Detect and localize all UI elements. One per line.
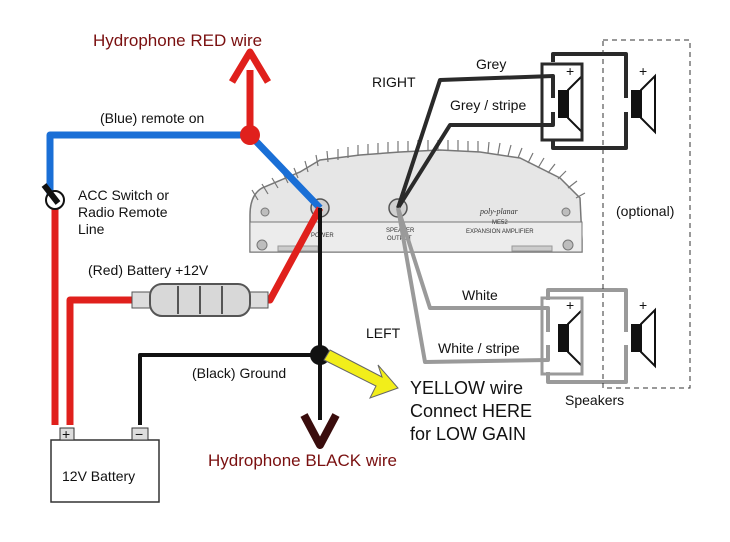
plus-label-l2: + (639, 297, 647, 313)
black-ground-wire (138, 353, 320, 425)
black-arrow-icon (300, 413, 340, 449)
blue-remote-wire (46, 131, 323, 211)
acc-switch-label-3: Line (78, 221, 105, 237)
battery-box-label: 12V Battery (62, 468, 135, 484)
right-label: RIGHT (372, 74, 416, 90)
hydrophone-red-label: Hydrophone RED wire (93, 31, 262, 50)
yellow-wire-label-2: Connect HERE (410, 401, 532, 421)
speaker-icon-right-main (540, 62, 584, 142)
battery-minus: − (135, 426, 143, 442)
hydrophone-black-label: Hydrophone BLACK wire (208, 451, 397, 470)
screw-icon (561, 207, 571, 217)
speaker-icon-left-main (540, 296, 584, 376)
optional-label: (optional) (616, 203, 674, 219)
red-junction (240, 125, 260, 145)
battery-12v-label: (Red) Battery +12V (88, 262, 209, 278)
amp-speaker-label-2: OUTPUT (387, 236, 412, 242)
yellow-wire-label-3: for LOW GAIN (410, 424, 526, 444)
screw-icon (260, 207, 270, 217)
white-stripe-label: White / stripe (438, 340, 520, 356)
yellow-wire-label-1: YELLOW wire (410, 378, 523, 398)
fuse-holder (131, 283, 269, 317)
plus-label-r2: + (639, 63, 647, 79)
amp-power-label: POWER (311, 233, 334, 239)
screw-icon (256, 239, 268, 251)
remote-on-label: (Blue) remote on (100, 110, 204, 126)
plus-label-l1: + (566, 297, 574, 313)
acc-switch-label-1: ACC Switch or (78, 187, 169, 203)
speakers-label: Speakers (565, 392, 624, 408)
grey-label: Grey (476, 56, 506, 72)
battery-plus: + (62, 426, 70, 442)
red-arrow-icon (228, 48, 272, 84)
ground-label: (Black) Ground (192, 365, 286, 381)
amp-brand: poly-planar (479, 207, 519, 216)
amp-model: ME52 (492, 220, 508, 226)
white-label: White (462, 287, 498, 303)
amplifier: POWER SPEAKER OUTPUT poly-planar ME52 EX… (249, 140, 586, 253)
grey-stripe-label: Grey / stripe (450, 97, 526, 113)
speaker-icon-left-optional (631, 307, 656, 369)
left-label: LEFT (366, 325, 401, 341)
speaker-icon-right-optional (631, 73, 656, 135)
acc-switch (41, 183, 65, 210)
yellow-arrow-icon (323, 349, 399, 399)
battery (50, 427, 160, 503)
screw-icon (562, 239, 574, 251)
optional-box (602, 39, 691, 389)
speaker-wires (396, 52, 628, 384)
amp-subtitle: EXPANSION AMPLIFIER (466, 229, 534, 235)
plus-label-r1: + (566, 63, 574, 79)
acc-switch-label-2: Radio Remote (78, 204, 168, 220)
